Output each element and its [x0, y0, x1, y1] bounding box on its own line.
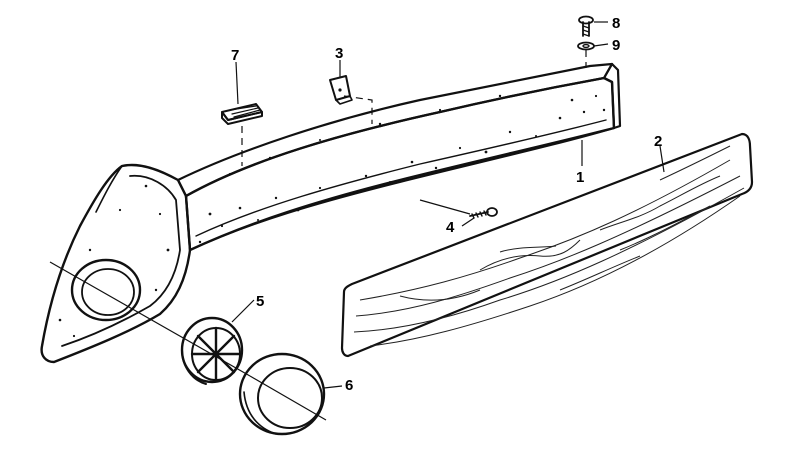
clip-foot	[335, 95, 353, 105]
callout-7: 7	[231, 47, 239, 64]
leader-9	[593, 43, 609, 47]
callout-3: 3	[335, 45, 343, 62]
speaker-axis-line-2	[249, 375, 327, 421]
ring-inner-edge	[257, 367, 323, 429]
grille-spokes	[190, 326, 242, 382]
panel-inner-edge	[195, 119, 607, 237]
callout-labels: 1 2 3 4 5 6 7 8 9	[231, 15, 662, 394]
callout-1: 1	[576, 169, 584, 186]
callout-leaders	[231, 21, 665, 389]
leader-7	[235, 61, 239, 105]
bolt-part-8	[578, 15, 594, 37]
callout-4: 4	[446, 219, 455, 236]
assembly-line-3	[343, 95, 373, 124]
washer-part-9	[577, 41, 595, 51]
wood-trim-part-2	[340, 132, 754, 358]
trim-clip-part-7	[221, 103, 263, 125]
leader-6	[323, 385, 343, 389]
wood-grain-lines	[353, 145, 745, 347]
callout-6: 6	[345, 377, 353, 394]
panel-end-cap	[602, 62, 622, 130]
trim-panel-part-1	[40, 62, 622, 364]
leader-2	[659, 145, 665, 173]
assembly-lines	[49, 50, 587, 421]
speaker-opening-inner	[81, 268, 135, 316]
speaker-housing-shell	[40, 163, 192, 364]
callout-5: 5	[256, 293, 264, 310]
speaker-grille-part-5	[180, 316, 244, 385]
trim-clip-side	[221, 111, 263, 125]
callout-2: 2	[654, 133, 662, 150]
speaker-axis-line	[49, 261, 251, 377]
screw-head	[486, 207, 498, 217]
assembly-line-4	[419, 199, 471, 215]
leader-4	[461, 217, 475, 227]
bolt-head	[578, 15, 594, 25]
panel-top-face	[176, 62, 614, 198]
panel-lower-lip	[189, 127, 615, 251]
leader-5	[231, 299, 255, 323]
speaker-ring-part-6	[238, 352, 326, 436]
speaker-opening-outer	[70, 258, 142, 322]
callout-9: 9	[612, 37, 620, 54]
speaker-housing-edge	[95, 165, 123, 213]
callout-8: 8	[612, 15, 620, 32]
wood-trim-outline	[340, 132, 754, 358]
clip-part-3	[329, 75, 353, 105]
panel-texture-speckles	[58, 94, 606, 338]
speaker-housing-inner-rim	[61, 174, 181, 347]
ring-outer-edge	[238, 352, 326, 436]
washer-ring	[577, 41, 595, 51]
screw-part-4	[469, 207, 498, 219]
